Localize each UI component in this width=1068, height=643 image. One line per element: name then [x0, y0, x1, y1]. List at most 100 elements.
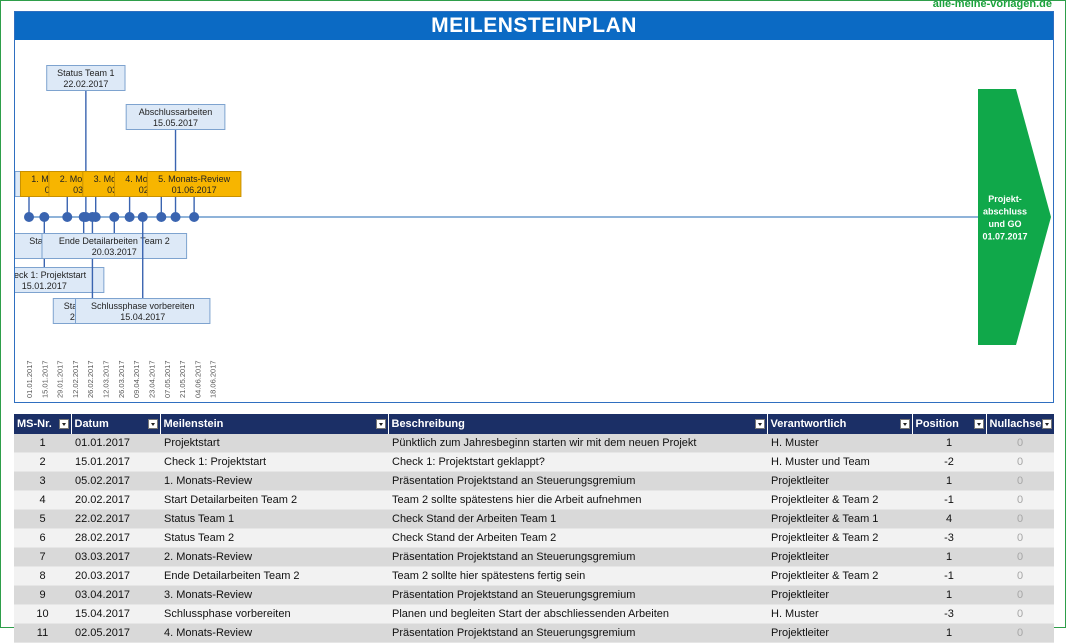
- table-cell[interactable]: 0: [986, 509, 1054, 529]
- table-cell[interactable]: 1: [912, 623, 986, 643]
- table-cell[interactable]: 0: [986, 471, 1054, 491]
- table-cell[interactable]: 1: [912, 471, 986, 491]
- table-cell[interactable]: 2. Monats-Review: [160, 547, 388, 567]
- table-cell[interactable]: -3: [912, 604, 986, 624]
- end-marker-label: und GO: [989, 219, 1022, 229]
- table-cell[interactable]: 8: [14, 566, 71, 586]
- table-cell[interactable]: 28.02.2017: [71, 528, 160, 548]
- table-cell[interactable]: H. Muster: [767, 604, 912, 624]
- filter-dropdown-icon[interactable]: [754, 419, 765, 429]
- table-cell[interactable]: -1: [912, 566, 986, 586]
- table-cell[interactable]: -1: [912, 490, 986, 510]
- table-cell[interactable]: 02.05.2017: [71, 623, 160, 643]
- table-cell[interactable]: 0: [986, 434, 1054, 453]
- table-cell[interactable]: 2: [14, 452, 71, 472]
- table-cell[interactable]: 0: [986, 547, 1054, 567]
- table-cell[interactable]: Check 1: Projektstart geklappt?: [388, 452, 767, 472]
- table-cell[interactable]: 9: [14, 585, 71, 605]
- table-cell[interactable]: Präsentation Projektstand an Steuerungsg…: [388, 623, 767, 643]
- table-cell[interactable]: 0: [986, 528, 1054, 548]
- table-cell[interactable]: Präsentation Projektstand an Steuerungsg…: [388, 585, 767, 605]
- table-cell[interactable]: 0: [986, 585, 1054, 605]
- table-cell[interactable]: 03.03.2017: [71, 547, 160, 567]
- table-cell[interactable]: Ende Detailarbeiten Team 2: [160, 566, 388, 586]
- table-cell[interactable]: Schlussphase vorbereiten: [160, 604, 388, 624]
- table-cell[interactable]: Status Team 1: [160, 509, 388, 529]
- table-cell[interactable]: 5: [14, 509, 71, 529]
- table-cell[interactable]: Pünktlich zum Jahresbeginn starten wir m…: [388, 434, 767, 453]
- table-cell[interactable]: Projektleiter & Team 1: [767, 509, 912, 529]
- table-cell[interactable]: 4: [912, 509, 986, 529]
- table-cell[interactable]: Check Stand der Arbeiten Team 2: [388, 528, 767, 548]
- table-cell[interactable]: 0: [986, 623, 1054, 643]
- table-cell[interactable]: 0: [986, 452, 1054, 472]
- table-cell[interactable]: 6: [14, 528, 71, 548]
- table-cell[interactable]: 3. Monats-Review: [160, 585, 388, 605]
- table-cell[interactable]: 1: [912, 547, 986, 567]
- table-cell[interactable]: 05.02.2017: [71, 471, 160, 491]
- table-cell[interactable]: Projektleiter & Team 2: [767, 566, 912, 586]
- table-cell[interactable]: 0: [986, 566, 1054, 586]
- table-cell[interactable]: 15.04.2017: [71, 604, 160, 624]
- filter-dropdown-icon[interactable]: [1041, 419, 1052, 429]
- table-cell[interactable]: Projektstart: [160, 434, 388, 453]
- filter-dropdown-icon[interactable]: [58, 419, 69, 429]
- filter-dropdown-icon[interactable]: [899, 419, 910, 429]
- table-cell[interactable]: 4: [14, 490, 71, 510]
- table-cell[interactable]: 3: [14, 471, 71, 491]
- table-cell[interactable]: 7: [14, 547, 71, 567]
- table-cell[interactable]: Team 2 sollte spätestens hier die Arbeit…: [388, 490, 767, 510]
- table-cell[interactable]: -2: [912, 452, 986, 472]
- table-cell[interactable]: 22.02.2017: [71, 509, 160, 529]
- table-cell[interactable]: Projektleiter: [767, 585, 912, 605]
- table-cell[interactable]: 1: [14, 434, 71, 453]
- table-cell[interactable]: 03.04.2017: [71, 585, 160, 605]
- table-cell[interactable]: 20.02.2017: [71, 490, 160, 510]
- table-cell[interactable]: 0: [986, 490, 1054, 510]
- table-cell[interactable]: Status Team 2: [160, 528, 388, 548]
- table-cell[interactable]: Planen und begleiten Start der abschlies…: [388, 604, 767, 624]
- table-cell[interactable]: Projektleiter: [767, 471, 912, 491]
- table-cell[interactable]: Projektleiter: [767, 623, 912, 643]
- table-cell[interactable]: 1: [912, 434, 986, 453]
- header-nullachse: Nullachse: [986, 414, 1055, 434]
- table-cell[interactable]: H. Muster: [767, 434, 912, 453]
- table-cell[interactable]: -3: [912, 528, 986, 548]
- milestone-date: 01.06.2017: [172, 185, 217, 195]
- table-cell[interactable]: Check 1: Projektstart: [160, 452, 388, 472]
- table-cell[interactable]: Start Detailarbeiten Team 2: [160, 490, 388, 510]
- table-cell[interactable]: H. Muster und Team: [767, 452, 912, 472]
- table-cell[interactable]: Projektleiter & Team 2: [767, 490, 912, 510]
- table-cell[interactable]: 1. Monats-Review: [160, 471, 388, 491]
- filter-dropdown-icon[interactable]: [973, 419, 984, 429]
- table-cell[interactable]: 01.01.2017: [71, 434, 160, 453]
- table-cell[interactable]: 10: [14, 604, 71, 624]
- table-cell[interactable]: 15.01.2017: [71, 452, 160, 472]
- filter-dropdown-icon[interactable]: [375, 419, 386, 429]
- table-cell[interactable]: 0: [986, 604, 1054, 624]
- table-cell[interactable]: 20.03.2017: [71, 566, 160, 586]
- table-cell[interactable]: Präsentation Projektstand an Steuerungsg…: [388, 547, 767, 567]
- table-cell[interactable]: Präsentation Projektstand an Steuerungsg…: [388, 471, 767, 491]
- filter-dropdown-icon[interactable]: [147, 419, 158, 429]
- table-cell[interactable]: 4. Monats-Review: [160, 623, 388, 643]
- table-cell[interactable]: Projektleiter: [767, 547, 912, 567]
- table-cell[interactable]: 11: [14, 623, 71, 643]
- table-cell[interactable]: 1: [912, 585, 986, 605]
- table-cell[interactable]: Projektleiter & Team 2: [767, 528, 912, 548]
- source-link[interactable]: alle-meine-vorlagen.de: [932, 0, 1052, 10]
- table-cell[interactable]: Team 2 sollte hier spätestens fertig sei…: [388, 566, 767, 586]
- table-cell[interactable]: Check Stand der Arbeiten Team 1: [388, 509, 767, 529]
